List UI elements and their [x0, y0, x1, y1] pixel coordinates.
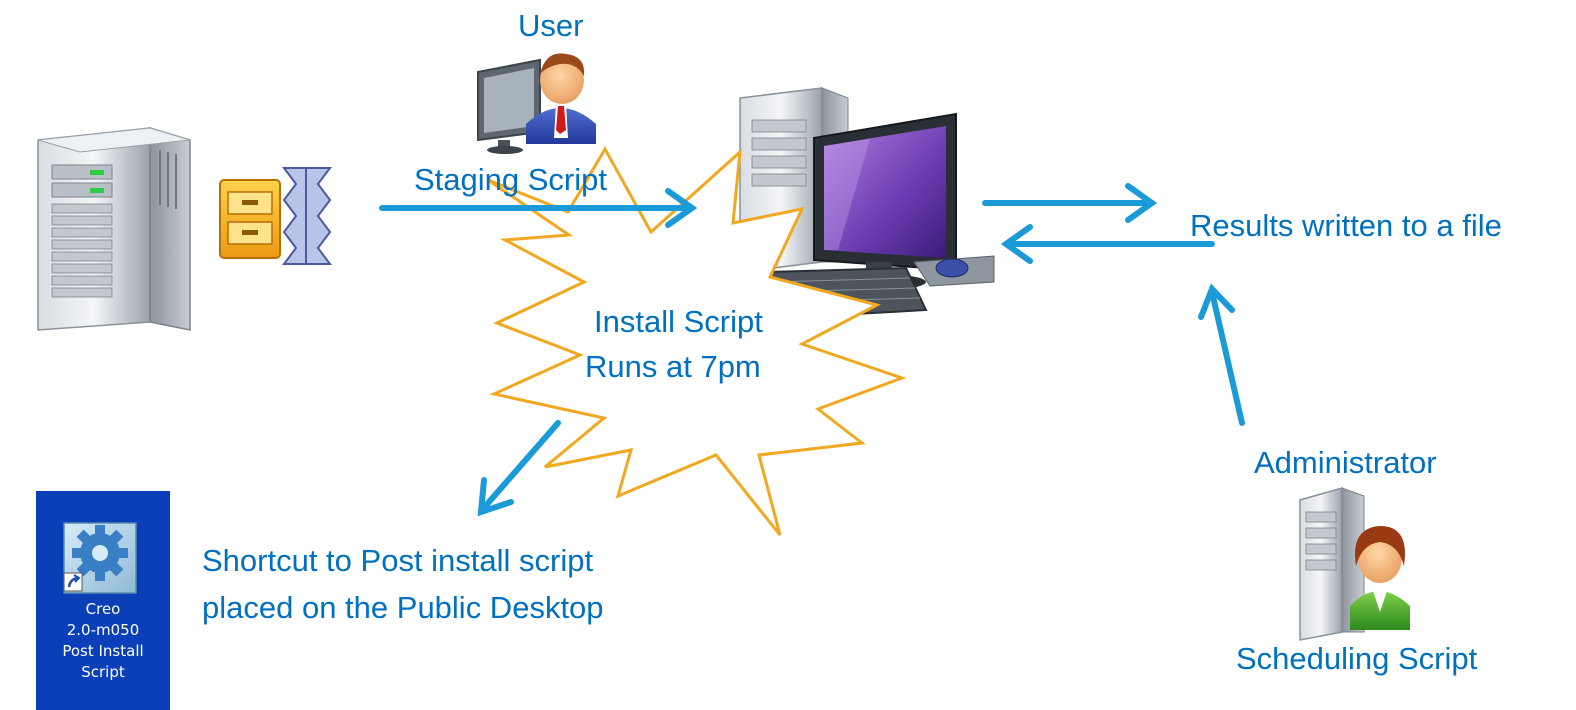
gear-shortcut-icon: [63, 522, 137, 594]
server-icon: [37, 126, 191, 331]
shortcut-caption-line: 2.0-m050: [66, 621, 140, 639]
shortcut-label-line1: Shortcut to Post install script: [202, 543, 594, 578]
scheduling-script-label: Scheduling Script: [1236, 641, 1478, 676]
starburst-shape: [487, 145, 907, 536]
shortcut-caption: Creo 2.0-m050 Post Install Script: [36, 599, 170, 683]
arrow-to-shortcut: [477, 420, 561, 517]
shortcut-caption-line: Script: [81, 663, 125, 681]
shortcut-caption-line: Post Install: [62, 642, 144, 660]
archive-zip-icon: [219, 167, 332, 265]
arrow-staging: [379, 188, 698, 228]
desktop-shortcut[interactable]: Creo 2.0-m050 Post Install Script: [36, 491, 170, 710]
staging-script-label: Staging Script: [414, 162, 607, 197]
user-at-monitor-icon: [477, 53, 596, 154]
arrow-from-administrator: [1198, 283, 1245, 426]
shortcut-caption-line: Creo: [85, 600, 121, 618]
shortcut-label-line2: placed on the Public Desktop: [202, 590, 604, 625]
arrow-from-results: [1000, 224, 1215, 264]
install-time-label: Runs at 7pm: [585, 349, 761, 384]
install-script-label: Install Script: [594, 304, 763, 339]
administrator-server-icon: [1299, 487, 1410, 641]
desktop-computer-icon: [739, 87, 995, 320]
user-label: User: [518, 8, 584, 43]
arrow-to-results: [982, 183, 1158, 223]
administrator-label: Administrator: [1254, 445, 1437, 480]
results-label: Results written to a file: [1190, 208, 1502, 243]
